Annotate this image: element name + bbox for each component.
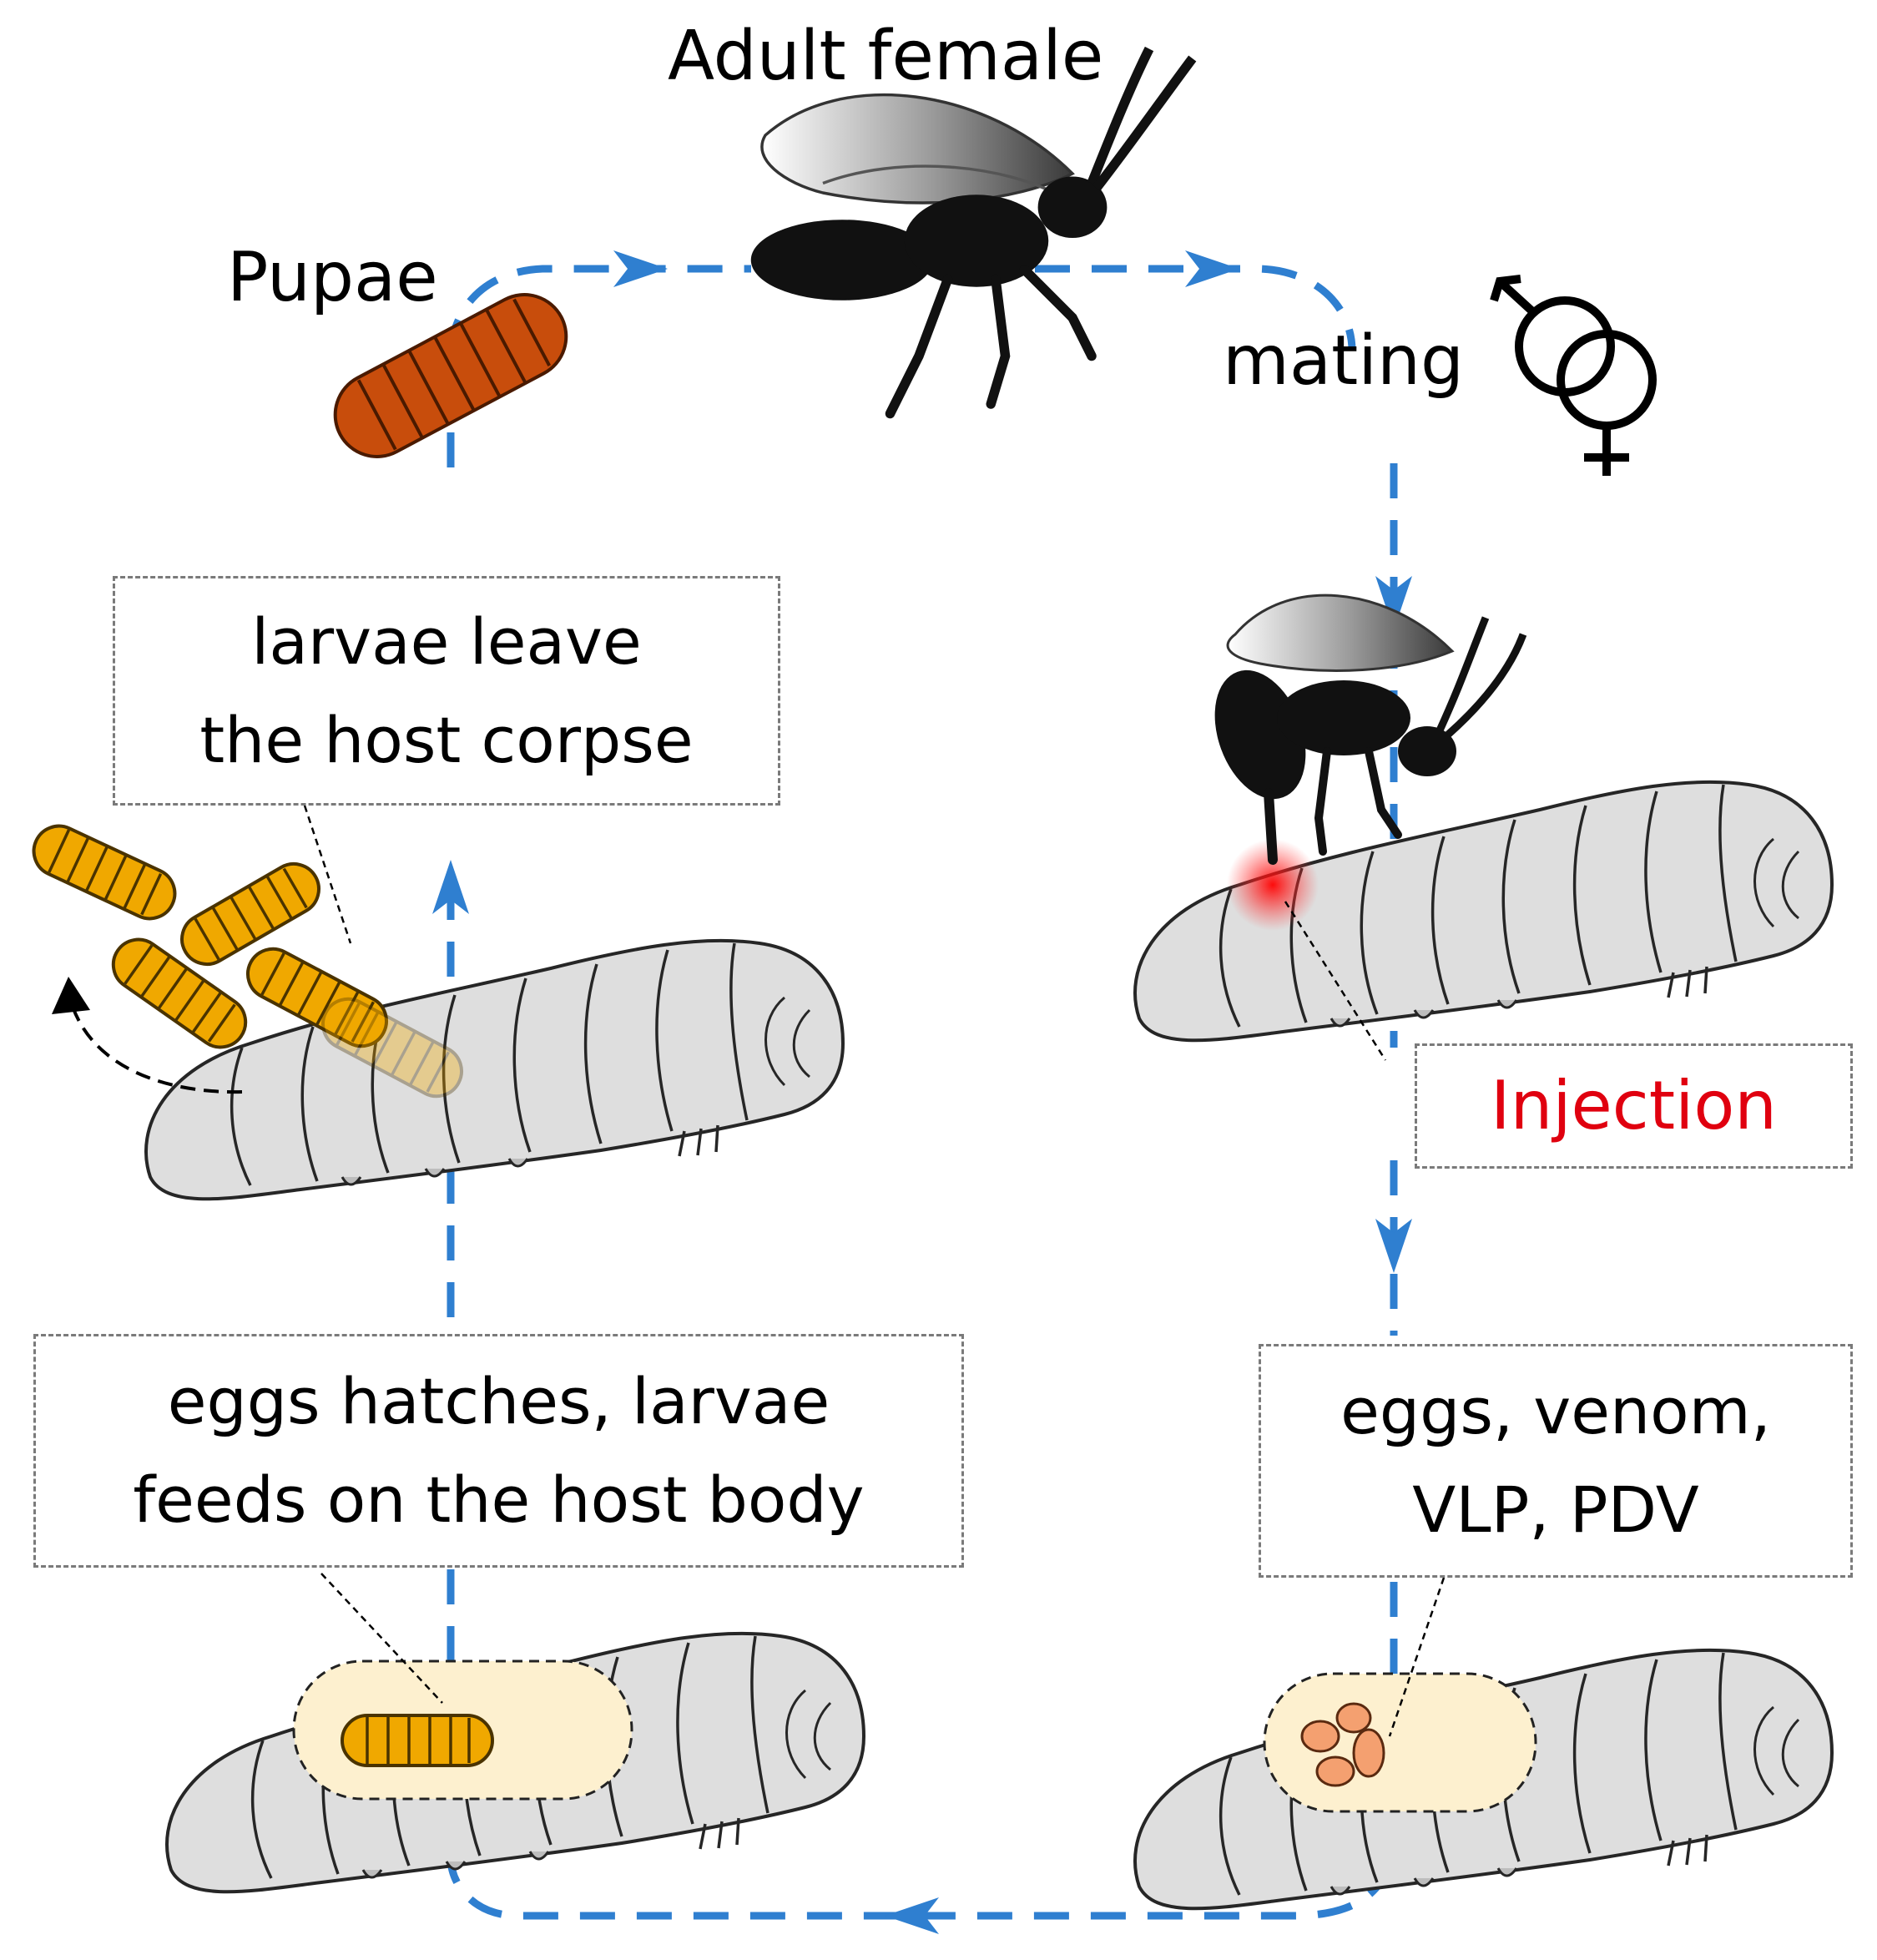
larvae-leave-line1: larvae leave [251, 604, 642, 679]
ovipositing-wasp-icon [1214, 594, 1527, 865]
arrowhead-up-left [432, 860, 469, 914]
eggs-leader-line [1388, 1577, 1446, 1737]
arrowhead-right-top-left [613, 250, 668, 287]
arrowhead-down-upper [1375, 576, 1412, 630]
eggs-hatch-line1: eggs hatches, larvae [167, 1364, 830, 1438]
eggs-venom-line2: VLP, PDV [1412, 1473, 1699, 1547]
egg-icon [1300, 1720, 1340, 1753]
eggs-hatch-box: eggs hatches, larvae feeds on the host b… [33, 1334, 964, 1568]
larva-icon [171, 853, 330, 975]
larva-icon [23, 816, 185, 929]
pupae-label: Pupae [227, 238, 438, 317]
egg-icon [1315, 1755, 1355, 1787]
feeding-larva-icon [341, 1714, 494, 1767]
injection-leader-line [1284, 901, 1387, 1061]
pupa-icon [333, 293, 568, 458]
arrowhead-down-lower [1375, 1219, 1412, 1273]
eggs-hatch-line2: feeds on the host body [133, 1462, 865, 1537]
larvae-leave-line2: the host corpse [199, 702, 694, 777]
egg-icon-cluster [1300, 1702, 1385, 1787]
larvae-exit-arrowhead [52, 977, 90, 1014]
eggs-venom-line1: eggs, venom, [1340, 1374, 1771, 1448]
injection-site-glow [1227, 839, 1319, 931]
hatch-leader-line [320, 1573, 443, 1704]
arrowhead-left-bottom [885, 1897, 939, 1934]
mating-symbol-icon [1490, 275, 1657, 476]
arrow-adult-to-mating [1035, 265, 1356, 351]
mating-label: mating [1223, 321, 1465, 401]
larvae-exit-arrow [69, 1001, 243, 1094]
leave-leader-line [303, 805, 352, 944]
eggs-venom-box: eggs, venom, VLP, PDV [1259, 1344, 1853, 1578]
egg-icon [1335, 1702, 1372, 1734]
egg-icon [1352, 1728, 1385, 1778]
arrowheads [432, 250, 1412, 1934]
adult-female-label: Adult female [668, 17, 1104, 96]
arrowhead-right-top-right [1185, 250, 1239, 287]
injection-box: Injection [1415, 1043, 1853, 1169]
injection-label: Injection [1491, 1067, 1777, 1144]
wasp-icon [751, 49, 1193, 414]
larvae-leave-box: larvae leave the host corpse [113, 576, 780, 806]
